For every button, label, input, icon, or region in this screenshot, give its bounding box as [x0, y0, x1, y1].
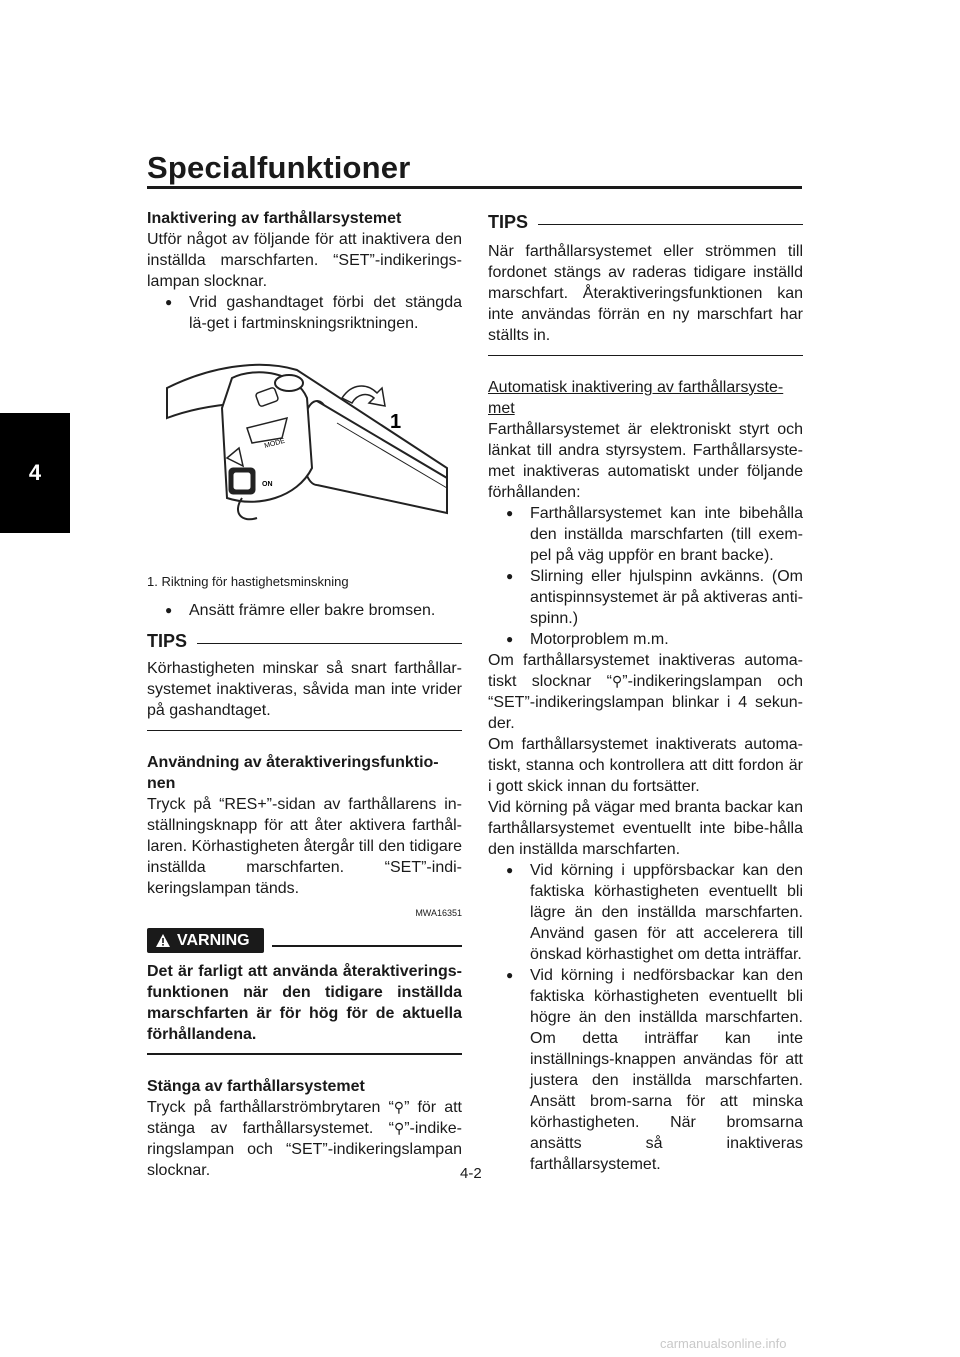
handlebar-illustration: MODE ON 1: [166, 363, 448, 521]
tips-label: TIPS: [147, 631, 188, 651]
page-title: Specialfunktioner: [147, 150, 411, 185]
figure-callout: 1: [390, 411, 401, 433]
warning-triangle-icon: [156, 934, 170, 947]
paragraph: Tryck på farthållarströmbrytaren “⚲” för…: [147, 1099, 462, 1179]
bullet-item: Motorproblem m.m.: [506, 629, 803, 650]
bullet-item: Vid körning i uppförsbackar kan den fakt…: [506, 860, 803, 965]
tips-rule: [538, 224, 803, 225]
on-label: ON: [262, 481, 273, 488]
warning-badge: VARNING: [147, 928, 264, 953]
left-column: Inaktivering av farthållarsystemet Utför…: [147, 208, 462, 1181]
page-number: 4-2: [460, 1165, 482, 1182]
cruise-control-icon: ⚲: [393, 1120, 405, 1136]
section-heading-deactivate: Inaktivering av farthållarsystemet: [147, 210, 402, 227]
chapter-tab: 4: [0, 413, 70, 533]
tips-end-rule: [488, 355, 803, 356]
cruise-control-icon: ⚲: [393, 1099, 405, 1115]
bullet-item: Vid körning i nedförsbackar kan den fakt…: [506, 965, 803, 1175]
tips-header: TIPS: [147, 631, 462, 652]
tips-header: TIPS: [488, 212, 803, 233]
warning-end-rule: [147, 1053, 462, 1055]
bullet-item: Slirning eller hjulspinn avkänns. (Om an…: [506, 566, 803, 629]
warning-text: Det är farligt att använda återaktiverin…: [147, 963, 462, 1043]
tips-end-rule: [147, 730, 462, 731]
paragraph: Farthållarsystemet är elektroniskt styrt…: [488, 421, 803, 501]
warning-rule: [271, 944, 462, 947]
tips-label: TIPS: [488, 212, 529, 232]
bullet-item: Ansätt främre eller bakre bromsen.: [165, 600, 462, 621]
right-column: TIPS När farthållarsystemet eller strömm…: [488, 206, 803, 1175]
bullet-item: Vrid gashandtaget förbi det stängda lä-g…: [165, 292, 462, 334]
warning-header: VARNING: [147, 928, 462, 953]
section-heading-reactivate: Användning av återaktiveringsfunktio-nen: [147, 754, 439, 792]
paragraph: Om farthållarsystemet inaktiverats autom…: [488, 736, 803, 795]
header-rule: [147, 186, 802, 189]
bullet-item: Farthållarsystemet kan inte bibehålla de…: [506, 503, 803, 566]
paragraph: Om farthållarsystemet inaktiveras automa…: [488, 652, 803, 732]
figure-caption: 1. Riktning för hastighetsminskning: [147, 574, 349, 589]
tips-rule: [197, 643, 462, 644]
section-heading-auto-deactivate: Automatisk inaktivering av farthållarsys…: [488, 379, 784, 417]
tips-text: När farthållarsystemet eller strömmen ti…: [488, 243, 803, 344]
cruise-control-icon: ⚲: [612, 673, 623, 689]
paragraph: Tryck på “RES+”-sidan av farthållarens i…: [147, 796, 462, 897]
watermark: carmanualsonline.info: [660, 1336, 787, 1351]
warning-label: VARNING: [177, 932, 250, 949]
tips-text: Körhastigheten minskar så snart farthåll…: [147, 660, 462, 719]
section-heading-turn-off: Stänga av farthållarsystemet: [147, 1078, 365, 1095]
warning-code: MWA16351: [415, 908, 462, 918]
paragraph: Vid körning på vägar med branta backar k…: [488, 799, 803, 858]
paragraph: Utför något av följande för att inaktive…: [147, 231, 462, 290]
